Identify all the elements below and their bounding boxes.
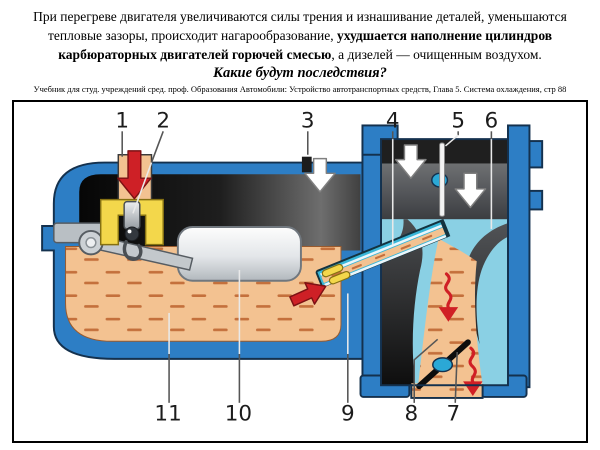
leader-7 <box>454 351 458 403</box>
air-flow-arrow-icon <box>394 144 427 179</box>
callout-5: 5 <box>451 108 465 133</box>
valve-seat <box>99 198 164 246</box>
tube-highlight-top <box>320 224 443 276</box>
barrel-right-wall <box>507 124 531 389</box>
mixture-flow-arrow-icon <box>438 272 459 322</box>
vent-arrow-icon <box>304 157 336 193</box>
leader-8 <box>413 338 439 403</box>
needle-hook <box>122 239 143 261</box>
header-text: При перегреве двигателя увеличиваются си… <box>0 0 600 94</box>
right-flange-upper <box>528 140 544 169</box>
fuel-jet-2 <box>328 270 351 285</box>
callout-11: 11 <box>154 401 181 426</box>
jet-flow-arrow-icon <box>289 281 327 307</box>
lead-text-after: , а дизелей — очищенным воздухом. <box>331 47 542 63</box>
lead-paragraph: При перегреве двигателя увеличиваются си… <box>15 7 585 64</box>
tube-fuel-dashes <box>331 234 433 277</box>
leader-lines <box>121 131 493 403</box>
venturi-funnel-left <box>381 219 423 386</box>
fuel-jet <box>321 263 344 278</box>
needle-ball-highlight <box>127 229 132 234</box>
carburetor-diagram: 1 2 3 4 5 6 7 8 9 10 11 <box>41 108 544 426</box>
outlet-passage <box>411 383 483 399</box>
throttle-shaft <box>432 357 454 373</box>
callout-4: 4 <box>386 108 400 133</box>
air-flow-arrow2-icon <box>454 172 487 209</box>
tube-highlight-bottom <box>324 234 447 287</box>
callout-2: 2 <box>156 108 170 133</box>
choke-rod <box>439 142 445 217</box>
needle-valve <box>123 200 141 230</box>
citation-line: Учебник для студ. учреждений сред. проф.… <box>33 84 567 95</box>
right-flange-lower <box>528 189 544 211</box>
callout-8: 8 <box>404 401 418 426</box>
vent-hole <box>301 156 312 173</box>
lead-text-before: При перегреве двигателя увеличиваются си… <box>33 9 567 44</box>
atomizer-tube <box>315 218 451 288</box>
diagram-panel: 1 2 3 4 5 6 7 8 9 10 11 <box>12 100 588 443</box>
callout-1: 1 <box>115 108 129 133</box>
tube-end-cap <box>439 218 451 238</box>
callout-10: 10 <box>225 401 252 426</box>
question-line: Какие будут последствия? <box>213 65 387 82</box>
needle-ball <box>124 226 140 242</box>
callout-6: 6 <box>485 108 499 133</box>
callout-3: 3 <box>301 108 315 133</box>
barrel <box>380 138 509 399</box>
callout-7: 7 <box>446 401 460 426</box>
outlet-outline <box>410 384 484 399</box>
leader-5-lower <box>444 134 459 147</box>
leader-2-lower <box>132 162 153 214</box>
float-lever <box>53 222 194 271</box>
lead-text-bold: ухудшается наполнение цилиндров карбюрат… <box>58 28 553 63</box>
leader-2-upper <box>150 131 164 163</box>
venturi-funnel-right <box>464 223 508 345</box>
callout-9: 9 <box>341 401 355 426</box>
lever-pivot-hole <box>85 237 97 249</box>
